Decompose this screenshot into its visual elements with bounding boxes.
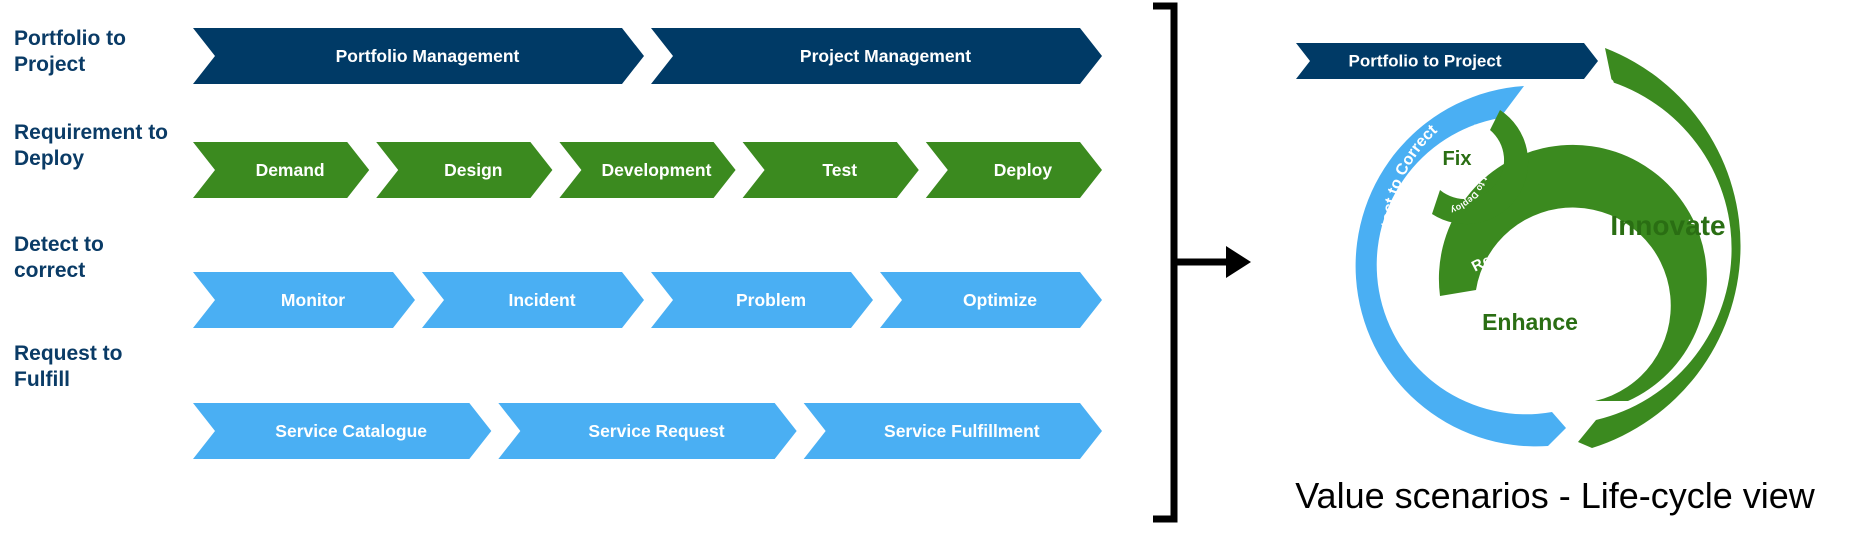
chevron-stage	[880, 272, 1102, 328]
lifecycle-caption: Value scenarios - Life-cycle view	[1295, 475, 1816, 516]
chevron-stage	[376, 142, 553, 198]
chevron-stage	[803, 403, 1102, 459]
chevron-stage	[651, 272, 873, 328]
chevron-stage	[193, 28, 644, 84]
chevron-stage-label: Service Fulfillment	[884, 421, 1040, 441]
bracket	[1153, 2, 1230, 523]
chevron-stage	[193, 403, 492, 459]
chevron-stage	[193, 272, 415, 328]
fix-label: Fix	[1443, 148, 1472, 170]
chevron-stage-label: Problem	[736, 290, 806, 310]
lifecycle-top-banner-text: Portfolio to Project	[1349, 52, 1502, 71]
chevron-stage-label: Development	[602, 160, 712, 180]
chevron-stage	[498, 403, 797, 459]
chevron-stage-label: Project Management	[800, 46, 971, 66]
chevron-stage-label: Demand	[256, 160, 325, 180]
chevron-stage-label: Portfolio Management	[336, 46, 520, 66]
top-banner-shape	[1296, 43, 1598, 79]
enhance-label: Enhance	[1482, 309, 1578, 335]
lifecycle-graphic	[1296, 43, 1741, 448]
chevron-stage-label: Deploy	[994, 160, 1053, 180]
bracket-arrow-head	[1226, 246, 1251, 278]
chevron-stage	[925, 142, 1102, 198]
small-green-loop	[1432, 110, 1529, 225]
chevron-stage	[193, 142, 370, 198]
row-label-portfolio-to-project: Portfolio to Project	[14, 27, 126, 76]
chevron-rows: Portfolio Management Project ManagementDe…	[193, 28, 1102, 459]
chevron-stage-label: Monitor	[281, 290, 345, 310]
chevron-stage-label: Optimize	[963, 290, 1037, 310]
chevron-stage-label: Service Request	[588, 421, 724, 441]
innovate-label: Innovate	[1610, 210, 1725, 241]
chevron-stage-label: Design	[444, 160, 502, 180]
chevron-stage	[651, 28, 1102, 84]
row-label-requirement-to-deploy: Requirement to Deploy	[14, 121, 169, 170]
chevron-stage	[559, 142, 736, 198]
chevron-stage	[742, 142, 919, 198]
chevron-stage-label: Service Catalogue	[275, 421, 427, 441]
chevron-stage-label: Test	[822, 160, 857, 180]
chevron-stage	[422, 272, 644, 328]
row-label-request-to-fulfill: Request to Fulfill	[14, 342, 123, 391]
chevron-stage-label: Incident	[508, 290, 575, 310]
row-label-detect-to-correct: Detect to correct	[14, 233, 104, 282]
